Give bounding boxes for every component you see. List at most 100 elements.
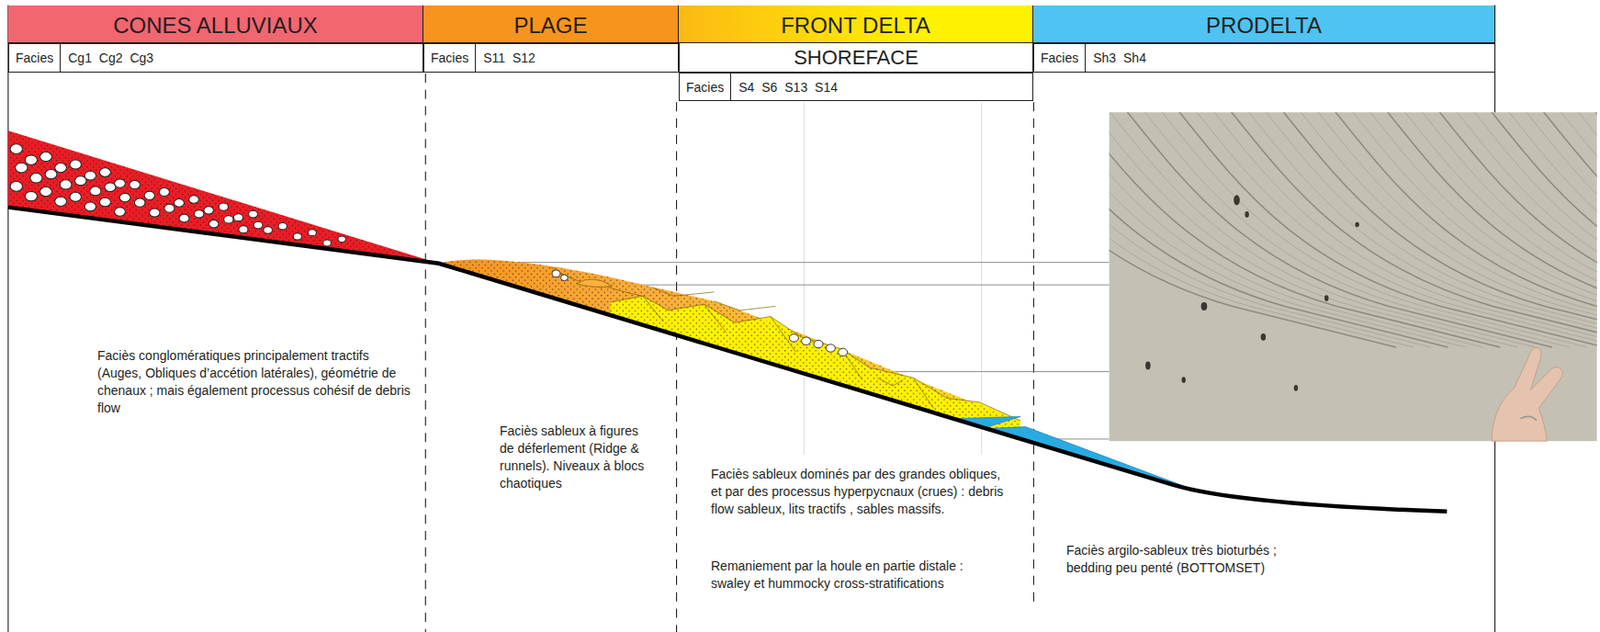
lamination (1487, 112, 1598, 348)
lamination (1522, 112, 1598, 348)
zone-separator (1033, 101, 1035, 603)
pebble (308, 229, 317, 237)
facies-tag: Facies (679, 73, 732, 101)
lamination (1453, 112, 1598, 348)
pebble (253, 221, 263, 229)
pebble (24, 191, 37, 201)
pebble (174, 199, 185, 208)
pebble (218, 202, 228, 211)
pebble (99, 168, 111, 178)
facies-codes: Sh3 Sh4 (1085, 44, 1154, 72)
pebble (90, 186, 102, 196)
lamination (1109, 112, 1501, 348)
facies-tag: Facies (9, 44, 61, 72)
lamination (1140, 112, 1570, 348)
pebble (114, 207, 126, 216)
zone-band: CONES ALLUVIAUX (8, 5, 424, 44)
pebble (179, 214, 190, 223)
pebble (45, 169, 57, 180)
zone-note: Faciès conglomératiques principalement t… (97, 347, 415, 417)
pebble (238, 225, 248, 234)
pebble (149, 208, 160, 217)
pebble (158, 188, 170, 197)
facies-cell: FaciesCg1 Cg2 Cg3 (8, 43, 424, 73)
pebble (114, 179, 126, 188)
zone-title: PLAGE (513, 9, 587, 39)
lamination (1470, 112, 1598, 348)
lamination (1400, 112, 1597, 348)
facies-tag: Facies (424, 44, 476, 72)
leader-line (877, 371, 1109, 372)
pebble (30, 173, 43, 183)
lamination (1109, 112, 1414, 348)
outcrop-photo (967, 107, 1600, 441)
zone-title: FRONT DELTA (780, 9, 931, 39)
lamination (1366, 112, 1598, 348)
pebble (55, 196, 68, 206)
pebble (248, 210, 259, 218)
pebble (104, 182, 116, 192)
pebble (59, 180, 72, 190)
lens (576, 279, 613, 288)
lamination (1193, 112, 1598, 348)
pebble (233, 214, 243, 222)
lamination (1539, 112, 1597, 348)
pebble (55, 163, 68, 173)
leader-line (463, 261, 1109, 263)
facies-codes: Cg1 Cg2 Cg3 (60, 44, 161, 72)
pebble (129, 180, 141, 189)
pebble (144, 191, 155, 200)
lamination (1418, 112, 1597, 348)
foreset-lines (551, 267, 1021, 421)
lamination (1349, 112, 1598, 348)
lamination (1505, 112, 1598, 348)
pebble (134, 198, 146, 207)
lamination (1331, 112, 1598, 348)
lamination (1123, 112, 1553, 348)
lamination (1591, 112, 1598, 348)
zone-band: PRODELTA (1033, 5, 1496, 44)
zone-note: Faciès sableux dominés par des grandes o… (710, 465, 1005, 519)
pebble (99, 197, 111, 207)
guide-line (803, 101, 805, 454)
pebble (15, 162, 28, 173)
lamination (1574, 112, 1597, 348)
pebble (10, 181, 23, 192)
lamination (1109, 112, 1431, 348)
lamination (1227, 112, 1597, 348)
zone-separator (676, 101, 677, 632)
facies-cell: FaciesS11 S12 (423, 43, 679, 73)
pebble (10, 144, 23, 155)
facies-cell: FaciesS4 S6 S13 S14 (678, 72, 1034, 102)
pebble (84, 170, 96, 181)
lamination (1109, 112, 1397, 348)
pebble (84, 202, 96, 212)
lamination (1158, 112, 1588, 348)
frame-line (7, 5, 9, 632)
pebble (69, 159, 81, 170)
pebble (209, 220, 219, 228)
pebble (292, 233, 302, 240)
zone-subtitle: SHOREFACE (793, 45, 919, 70)
zone-note: Faciès sableux à figures de déferlement … (499, 422, 654, 493)
zone-note: Remaniement par la houle en partie dista… (710, 557, 1005, 593)
lamination (1109, 112, 1518, 348)
guide-line (980, 101, 982, 454)
pebble (338, 236, 346, 243)
pebble (278, 222, 287, 230)
pebble (263, 226, 273, 235)
zone-title: PRODELTA (1205, 9, 1322, 39)
alluvial-fan-wedge (8, 130, 440, 263)
leader-line (571, 284, 1109, 286)
pebble (24, 155, 37, 165)
lamination (1210, 112, 1598, 348)
lamination (1556, 112, 1597, 348)
lamination (1109, 112, 1449, 348)
lamination (1383, 112, 1597, 348)
lamination (1296, 112, 1598, 348)
pebble (323, 239, 332, 247)
pebble (224, 215, 234, 224)
zone-band: PLAGE (423, 5, 679, 44)
pebble (75, 176, 87, 186)
